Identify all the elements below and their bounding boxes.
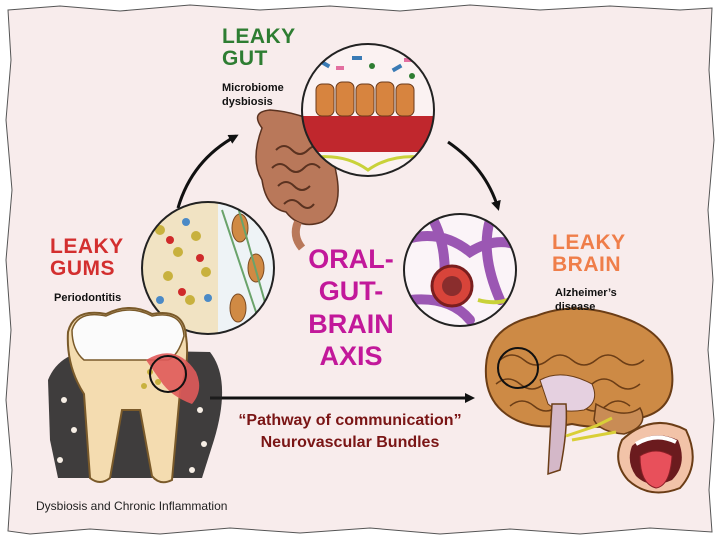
tooth-illustration bbox=[48, 307, 223, 484]
oral-gut-brain-axis-label: ORAL- GUT- BRAIN AXIS bbox=[292, 243, 410, 373]
axis-line-4: AXIS bbox=[319, 341, 383, 372]
pathway-line-1: “Pathway of communication” bbox=[238, 412, 462, 429]
footer-caption: Dysbiosis and Chronic Inflammation bbox=[36, 499, 228, 513]
gut-cell-magnifier-icon bbox=[301, 43, 435, 177]
pathway-line-2: Neurovascular Bundles bbox=[260, 433, 440, 451]
mouth-illustration bbox=[617, 422, 694, 494]
brain-cell-magnifier-icon bbox=[403, 213, 517, 327]
arrow-gums-to-gut bbox=[176, 134, 239, 209]
axis-line-2: GUT- bbox=[318, 276, 384, 307]
arrow-gut-to-brain bbox=[447, 140, 501, 211]
brain-illustration bbox=[484, 307, 674, 476]
pathway-caption: “Pathway of communication” Neurovascular… bbox=[210, 410, 490, 453]
axis-line-3: BRAIN bbox=[308, 308, 394, 339]
leaky-gums-subtitle: Periodontitis bbox=[54, 292, 122, 304]
axis-line-1: ORAL- bbox=[308, 244, 394, 274]
